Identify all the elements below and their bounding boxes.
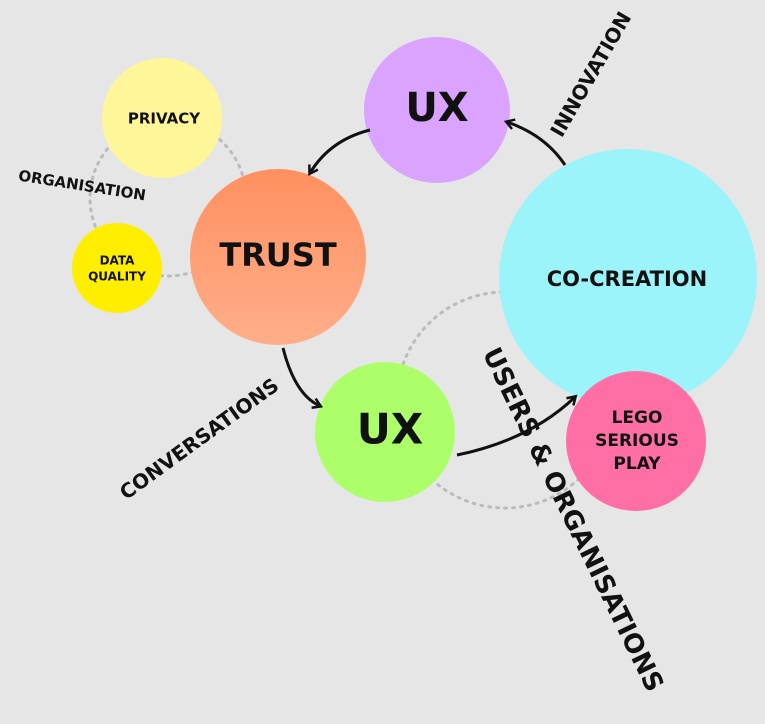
node-co-creation bbox=[499, 149, 757, 407]
arrow-ux-to-trust bbox=[310, 128, 371, 173]
data-quality-label-1: DATA bbox=[100, 254, 136, 268]
innovation-label: INNOVATION bbox=[545, 8, 636, 141]
conversations-label: CONVERSATIONS bbox=[115, 373, 283, 504]
data-quality-label-2: QUALITY bbox=[88, 270, 146, 284]
trust-label: TRUST bbox=[219, 236, 337, 274]
node-data-quality bbox=[72, 223, 162, 313]
ux-bottom-label: UX bbox=[357, 405, 424, 454]
ux-top-label: UX bbox=[405, 85, 468, 131]
node-ux-bottom bbox=[315, 362, 455, 502]
lego-label-3: PLAY bbox=[613, 454, 661, 474]
lego-label-1: LEGO bbox=[612, 408, 663, 428]
privacy-label: PRIVACY bbox=[128, 110, 201, 128]
arrow-cocreation-to-ux bbox=[507, 122, 567, 166]
organisation-label: ORGANISATION bbox=[17, 167, 147, 205]
co-creation-label: CO-CREATION bbox=[547, 267, 707, 291]
arrow-trust-to-ux bbox=[281, 347, 320, 406]
lego-label-2: SERIOUS bbox=[595, 431, 679, 451]
node-lego-serious-play bbox=[566, 371, 706, 511]
node-privacy bbox=[102, 58, 222, 178]
arrow-ux-to-lego bbox=[456, 397, 575, 457]
node-trust bbox=[190, 169, 366, 345]
node-ux-top bbox=[364, 37, 510, 183]
